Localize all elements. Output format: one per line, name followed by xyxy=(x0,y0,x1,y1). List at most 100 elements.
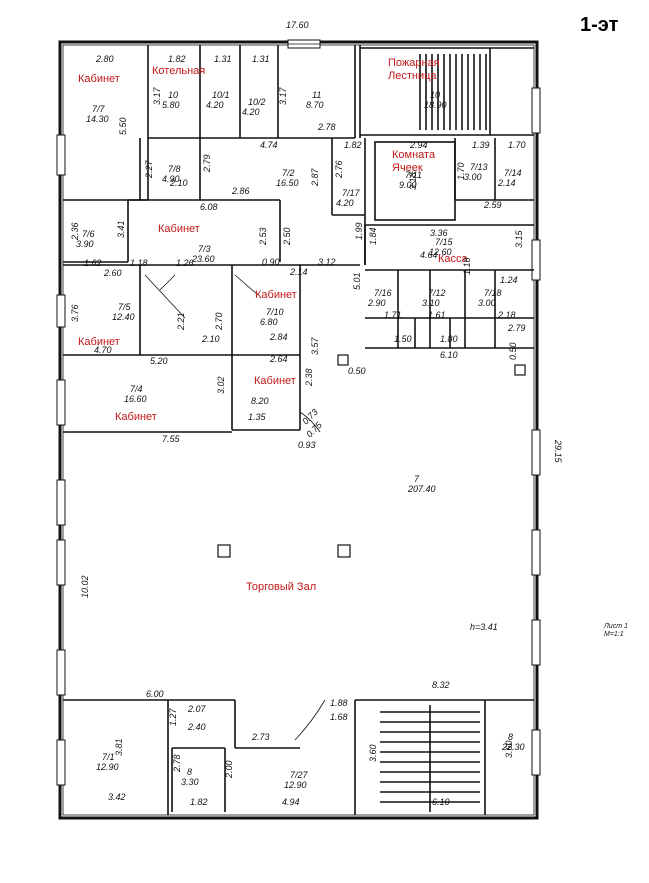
dimension-label: 2.10 xyxy=(201,334,220,344)
dimension-label: 6.00 xyxy=(146,689,164,699)
dimension-label: 1.80 xyxy=(440,334,458,344)
room-name: Кабинет xyxy=(78,73,120,85)
dimension-label: 2.78 xyxy=(172,754,182,773)
dimension-label: 2.79 xyxy=(507,323,526,333)
room-area: 4.90 xyxy=(162,174,180,184)
room-area: 3.00 xyxy=(478,298,496,308)
room-id: 7/8 xyxy=(168,164,181,174)
room-id: 7/15 xyxy=(435,237,454,247)
dimension-label: 4.94 xyxy=(282,797,300,807)
room-id: 7/13 xyxy=(470,162,488,172)
dimension-label: 1.70 xyxy=(508,140,526,150)
dimension-label: 2.73 xyxy=(251,732,270,742)
dimension-label: 1.82 xyxy=(168,54,186,64)
dimension-label: 2.64 xyxy=(269,354,288,364)
overall-width: 17.60 xyxy=(286,20,309,30)
dimension-label: 3.02 xyxy=(216,376,226,394)
dimension-label: 3.18 xyxy=(408,172,418,190)
room-id: 11 xyxy=(312,90,321,100)
room-name: Кабинет xyxy=(255,289,297,301)
dimension-label: 5.01 xyxy=(352,272,362,290)
dimension-label: 3.36 xyxy=(430,228,448,238)
dimension-label: 5.50 xyxy=(118,117,128,135)
room-id: 7/7 xyxy=(92,104,106,114)
dimension-label: 1.82 xyxy=(190,797,208,807)
room-id: 10 xyxy=(430,90,440,100)
room-id: 7/2 xyxy=(282,168,295,178)
room-name: Кабинет xyxy=(115,411,157,423)
dimension-label: 2.70 xyxy=(214,312,224,331)
room-name: Торговый Зал xyxy=(246,581,316,593)
dimension-label: 2.53 xyxy=(258,227,268,246)
sheet-label: Лист 1 xyxy=(603,623,628,630)
dimension-label: 2.79 xyxy=(202,154,212,173)
room-area: 2.90 xyxy=(367,298,386,308)
dimension-label: 1.31 xyxy=(252,54,270,64)
dimension-label: 6.10 xyxy=(432,797,450,807)
dimension-label: 0.90 xyxy=(262,257,280,267)
room-id: 7/10 xyxy=(266,307,284,317)
dimension-label: 2.80 xyxy=(95,54,114,64)
dimension-label: 4.64 xyxy=(420,250,438,260)
dimension-label: 2.40 xyxy=(187,722,206,732)
room-id: 10/1 xyxy=(212,90,230,100)
dimension-label: 1.62 xyxy=(84,258,102,268)
room-id: 7/6 xyxy=(82,229,95,239)
room-area: 207.40 xyxy=(407,484,436,494)
dimension-label: 2.86 xyxy=(231,186,250,196)
room-id: 7/4 xyxy=(130,384,143,394)
room-area: 3.10 xyxy=(422,298,440,308)
dimension-label: 2.18 xyxy=(497,310,516,320)
dimension-label: 1.39 xyxy=(472,140,490,150)
outer-walls xyxy=(56,39,541,820)
dimension-label: 3.42 xyxy=(108,792,126,802)
room-area: 4.20 xyxy=(242,107,260,117)
dimension-label: 1.88 xyxy=(330,698,348,708)
room-id: 7/5 xyxy=(118,302,132,312)
dimension-label: 1.70 xyxy=(456,162,466,180)
room-name: Кабинет xyxy=(254,375,296,387)
room-area: 16.50 xyxy=(276,178,299,188)
windows-left xyxy=(56,134,66,786)
room-area: 3.30 xyxy=(181,777,199,787)
dimension-label: 1.50 xyxy=(394,334,412,344)
room-area: 22.30 xyxy=(501,742,525,752)
room-name: Кабинет xyxy=(78,336,120,348)
sheet-scale: М=1:1 xyxy=(604,631,624,638)
dimension-label: 1.68 xyxy=(330,712,348,722)
room-area: 12.60 xyxy=(429,247,452,257)
stair-top xyxy=(419,54,487,130)
dimension-label: 2.78 xyxy=(317,122,336,132)
room-id: 7/11 xyxy=(405,170,422,180)
room-id: 8 xyxy=(187,767,192,777)
room-id: 8 xyxy=(508,732,513,742)
dimension-label: 1.26 xyxy=(176,258,194,268)
dimension-label: 1.84 xyxy=(368,227,378,245)
dimension-label: 2.38 xyxy=(304,368,314,387)
dimension-label: 2.50 xyxy=(282,227,292,246)
dimension-label: 2.87 xyxy=(310,167,320,187)
room-id: 7/18 xyxy=(484,288,502,298)
room-id: 7 xyxy=(414,474,420,484)
dimension-label: 1.31 xyxy=(214,54,232,64)
dimension-label: 2.60 xyxy=(103,268,122,278)
room-id: 7/12 xyxy=(428,288,446,298)
dimension-label: 3.15 xyxy=(514,229,524,248)
dimension-label: 1.61 xyxy=(428,310,446,320)
ceiling-height: h=3.41 xyxy=(470,622,498,632)
dimension-label: 3.81 xyxy=(114,738,124,756)
floor-label: 1-эт xyxy=(580,14,619,36)
room-area: 12.90 xyxy=(96,762,119,772)
interior-walls xyxy=(63,45,534,815)
stair-bottom xyxy=(380,705,480,812)
dimension-label: 3.76 xyxy=(70,304,80,322)
dimension-label: 4.74 xyxy=(260,140,278,150)
dimension-label: 1.18 xyxy=(462,257,472,275)
room-id: 10 xyxy=(168,90,178,100)
dimension-label: 3.60 xyxy=(368,744,378,762)
room-area: 4.20 xyxy=(206,100,224,110)
dimension-label: 3.60 xyxy=(504,740,514,758)
